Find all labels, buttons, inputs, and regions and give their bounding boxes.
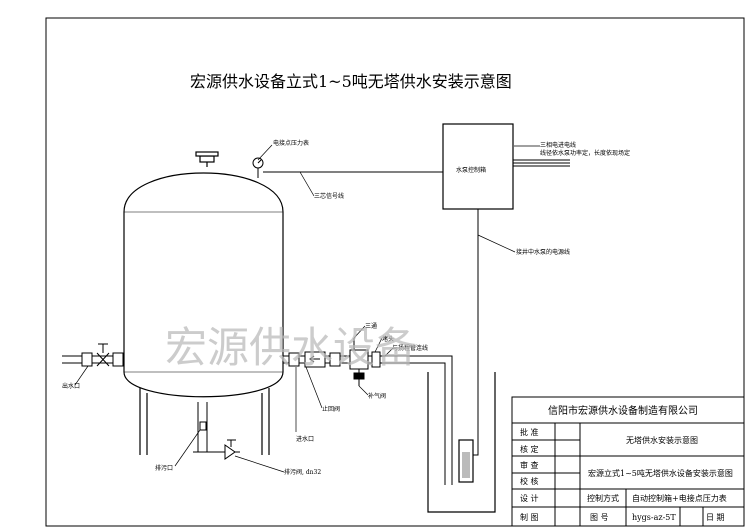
check-valve-label: 止回阀 [322,405,340,413]
drain-port-label: 排污口 [155,464,173,472]
power-line-label-1: 三相电进电线 [540,141,576,149]
control-box [442,123,514,210]
drawing-name-short: 无塔供水安装示意图 [626,435,698,445]
row-review: 审 查 [520,460,539,470]
row-verify: 核 定 [520,444,539,454]
pressure-tank [123,151,284,455]
watermark: 宏源供水设备 [165,323,417,372]
air-valve-label: 补气阀 [368,392,386,400]
pipe-connection-label: 与扬程管连线 [392,344,428,352]
drawing-name-full: 宏源立式1~5吨无塔供水设备安装示意图 [588,468,733,478]
drain-valve-label: 排污阀, dn32 [284,468,321,476]
outlet-label: 出水口 [62,382,80,390]
row-draw: 制 图 [520,512,539,522]
title-block [511,396,745,527]
control-box-label: 水泵控制箱 [456,166,486,174]
row-check: 校 核 [520,476,539,486]
well [427,372,496,513]
drawing-border [45,17,745,527]
inlet-label: 进水口 [296,435,314,443]
plug-label: 堵头 [382,335,394,343]
outlet-pipe [62,343,124,367]
drawing-number-label: 图 号 [590,513,609,522]
leader-lines [74,144,540,473]
riser-pipe [380,355,453,485]
row-design: 设 计 [520,493,539,503]
gauge-label: 电接点压力表 [273,139,309,147]
tee-label: 三通 [365,322,377,330]
company-name: 信阳市宏源供水设备制造有限公司 [548,404,698,417]
tee-assembly [349,338,381,386]
pump-power-label: 接井中水泵的电源线 [516,248,570,256]
signal-line-label: 三芯信号线 [314,192,344,200]
date-label: 日 期 [706,513,725,522]
control-mode-value: 自动控制箱+电接点压力表 [632,493,727,503]
drain-assembly [193,402,240,460]
pressure-gauge [252,157,264,178]
diagram-title: 宏源供水设备立式1~5吨无塔供水安装示意图 [190,72,512,91]
control-mode-label: 控制方式 [587,493,619,503]
power-input-lines [513,159,570,167]
drawing-number-value: hygs-az-5T [632,513,676,522]
power-line-label-2: 线径依水泵功率定，长度依现场定 [540,149,630,157]
row-approve: 批 准 [520,427,539,437]
pump-power-line [469,209,479,462]
